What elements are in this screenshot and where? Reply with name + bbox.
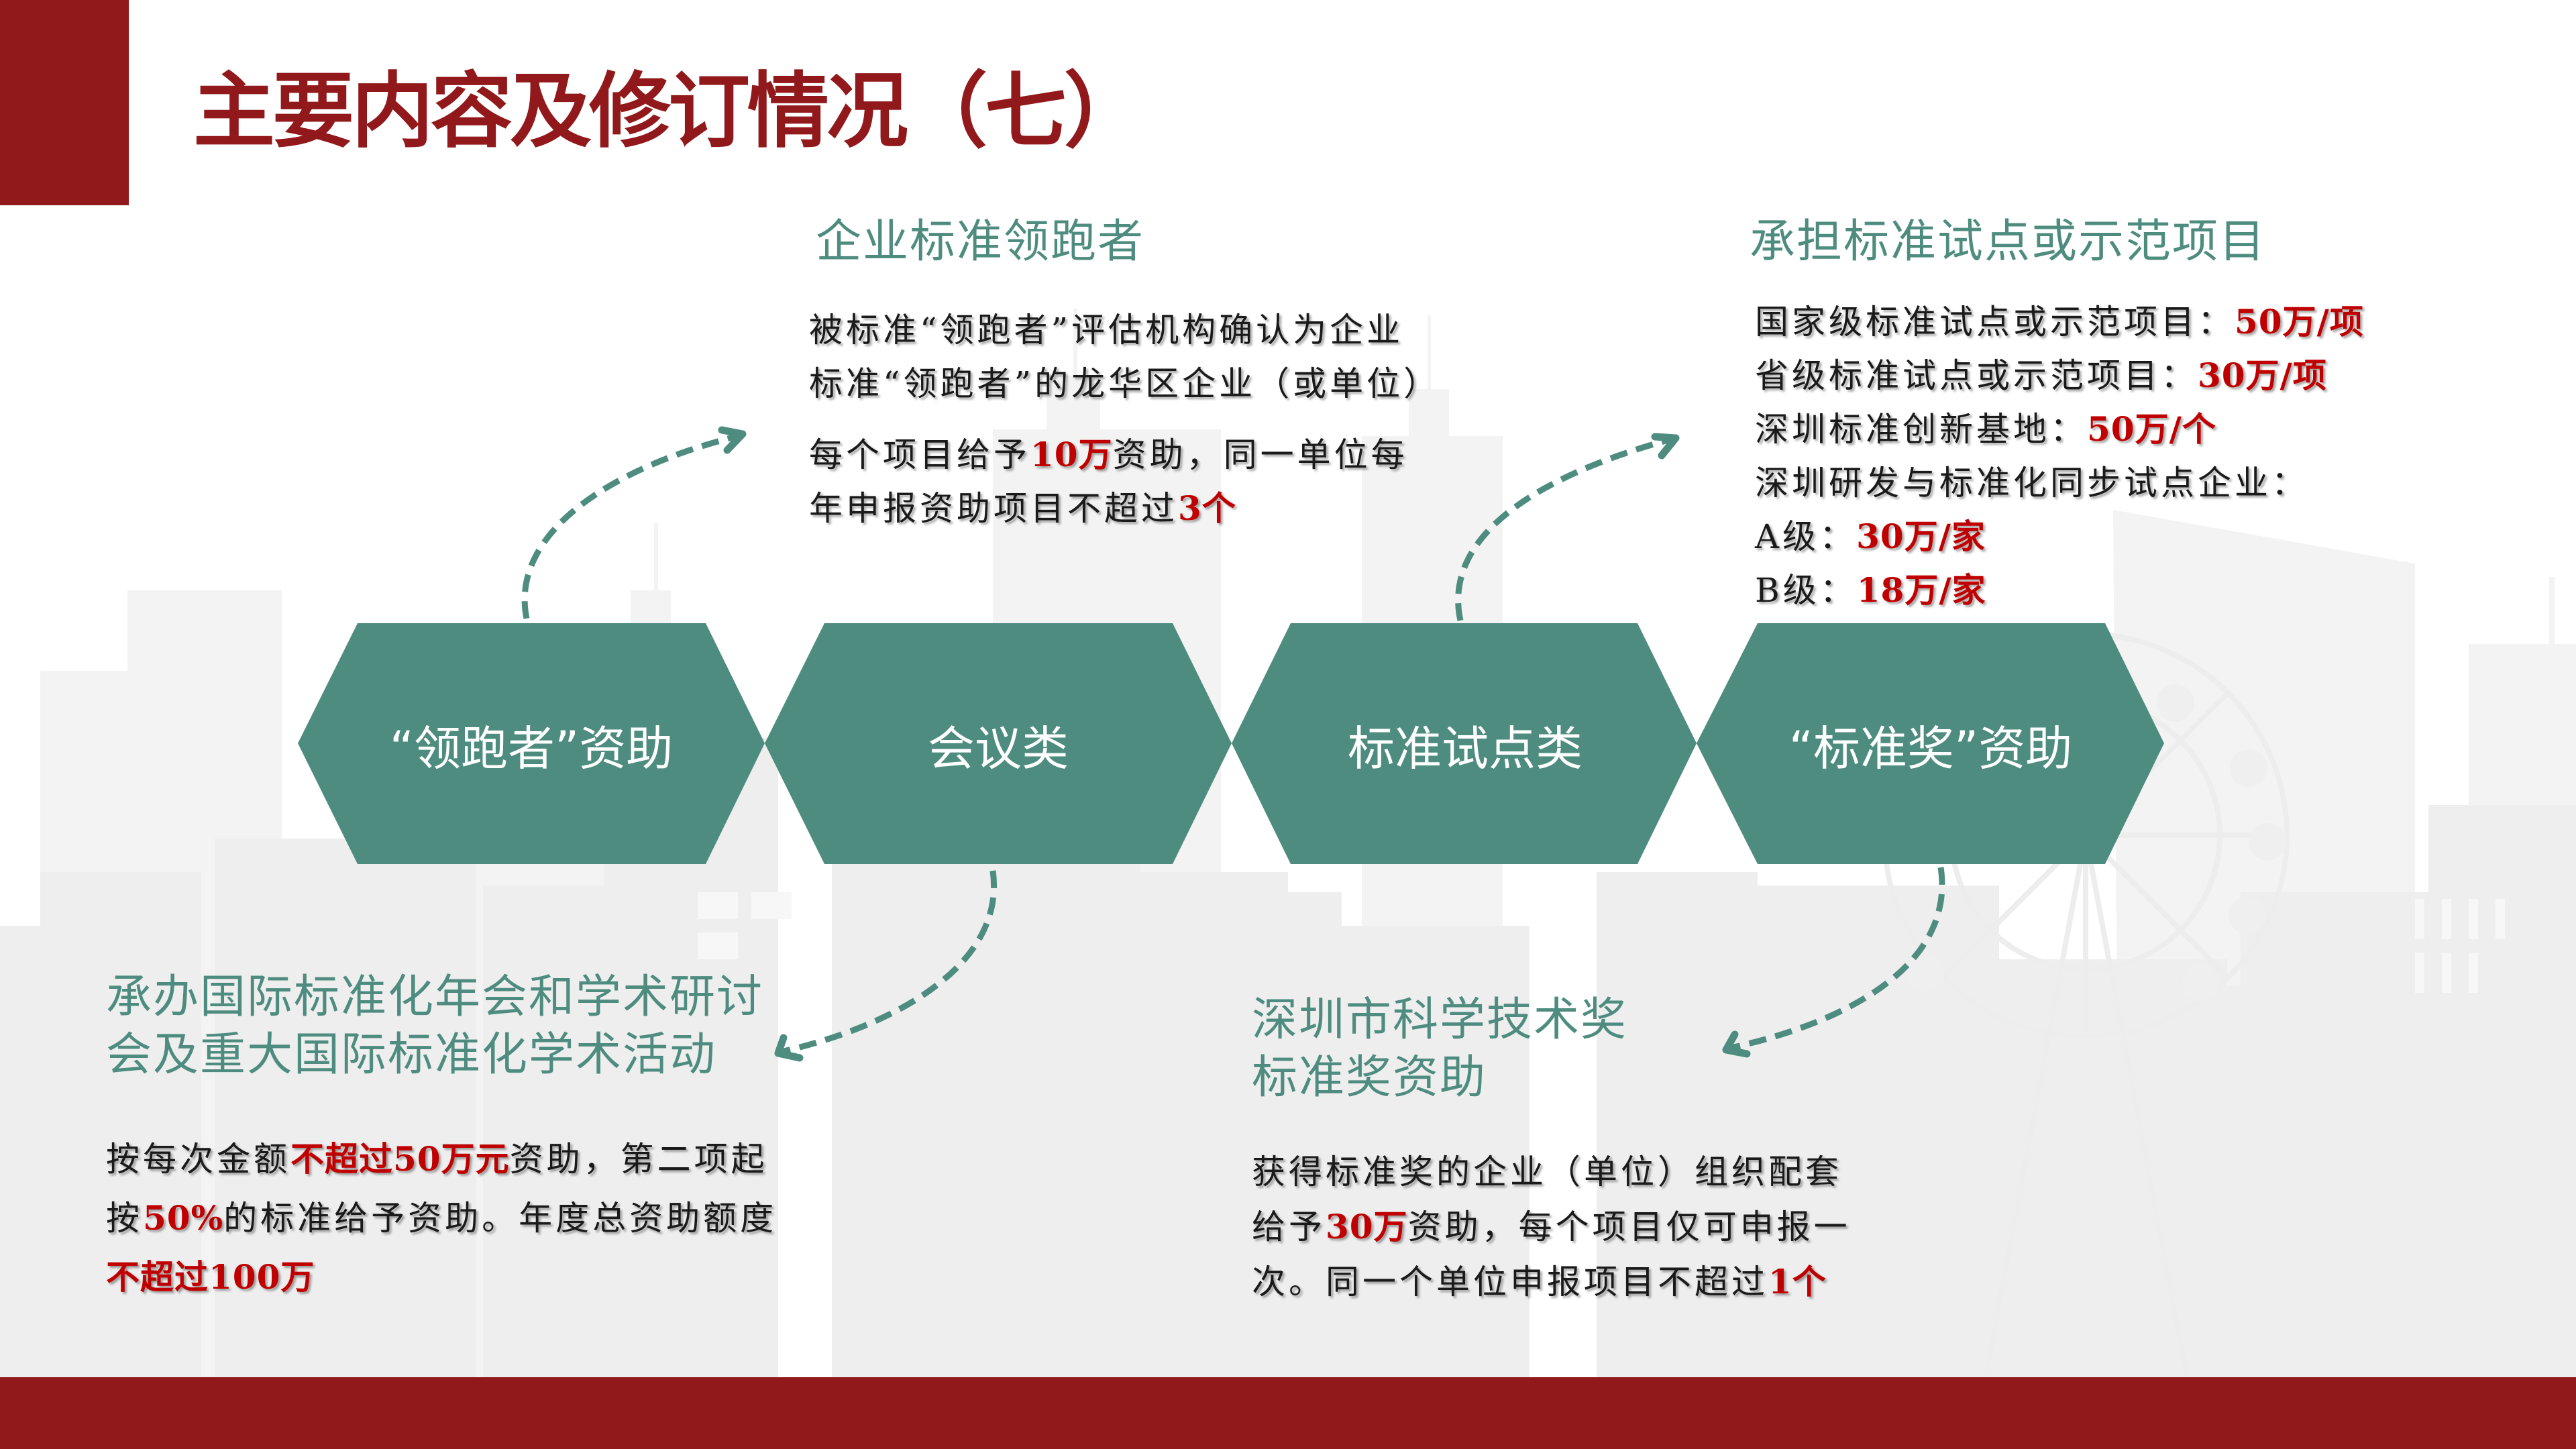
leader-line-4: 年申报资助项目不超过3个 (809, 488, 1236, 528)
award-body: 获得标准奖的企业（单位）组织配套 给予30万资助，每个项目仅可申报一 次。同一个… (1252, 1144, 1851, 1309)
leader-line-3: 每个项目给予10万资助，同一单位每 (809, 435, 1408, 474)
process-step-standard-pilot[interactable]: 标准试点类 (1348, 720, 1582, 776)
conference-body: 按每次金额不超过50万元资助，第二项起 按50%的标准给予资助。年度总资助额度 … (106, 1130, 777, 1307)
pilot-line-national: 国家级标准试点或示范项目：50万/项 (1755, 302, 2364, 341)
leader-limit-highlight: 3个 (1178, 488, 1236, 528)
leader-heading: 企业标准领跑者 (816, 215, 1145, 268)
conference-line-3: 不超过100万 (106, 1257, 315, 1297)
conference-line-2: 按50%的标准给予资助。年度总资助额度 (106, 1198, 777, 1238)
footer-bar (0, 1377, 2576, 1449)
pilot-heading: 承担标准试点或示范项目 (1750, 215, 2267, 268)
conference-heading: 承办国际标准化年会和学术研讨 会及重大国际标准化学术活动 (106, 971, 764, 1081)
title-accent-block (0, 0, 129, 205)
award-line-1: 获得标准奖的企业（单位）组织配套 (1252, 1152, 1842, 1191)
conference-line-1: 按每次金额不超过50万元资助，第二项起 (106, 1139, 768, 1179)
leader-body: 被标准“领跑者”评估机构确认为企业 标准“领跑者”的龙华区企业（或单位） 每个项… (809, 303, 1440, 535)
process-step-conference[interactable]: 会议类 (928, 720, 1069, 776)
award-heading: 深圳市科学技术奖 标准奖资助 (1252, 994, 1628, 1104)
pilot-line-rd-sync: 深圳研发与标准化同步试点企业： (1755, 464, 2308, 502)
leader-amount-highlight: 10万 (1030, 435, 1113, 474)
pilot-body: 国家级标准试点或示范项目：50万/项 省级标准试点或示范项目：30万/项 深圳标… (1755, 295, 2364, 617)
award-line-3: 次。同一个单位申报项目不超过1个 (1252, 1262, 1827, 1301)
leader-line-1: 被标准“领跑者”评估机构确认为企业 (809, 311, 1404, 350)
process-step-leader-funding[interactable]: “领跑者”资助 (389, 720, 674, 776)
award-line-2: 给予30万资助，每个项目仅可申报一 (1252, 1207, 1851, 1246)
process-step-standard-award[interactable]: “标准奖”资助 (1788, 720, 2073, 776)
pilot-line-innovation-base: 深圳标准创新基地：50万/个 (1755, 409, 2216, 449)
pilot-line-grade-a: A级：30万/家 (1755, 517, 1986, 556)
pilot-line-provincial: 省级标准试点或示范项目：30万/项 (1755, 356, 2327, 395)
page-title: 主要内容及修订情况（七） (193, 64, 1146, 159)
pilot-line-grade-b: B级：18万/家 (1755, 570, 1986, 610)
leader-line-2: 标准“领跑者”的龙华区企业（或单位） (809, 364, 1441, 403)
